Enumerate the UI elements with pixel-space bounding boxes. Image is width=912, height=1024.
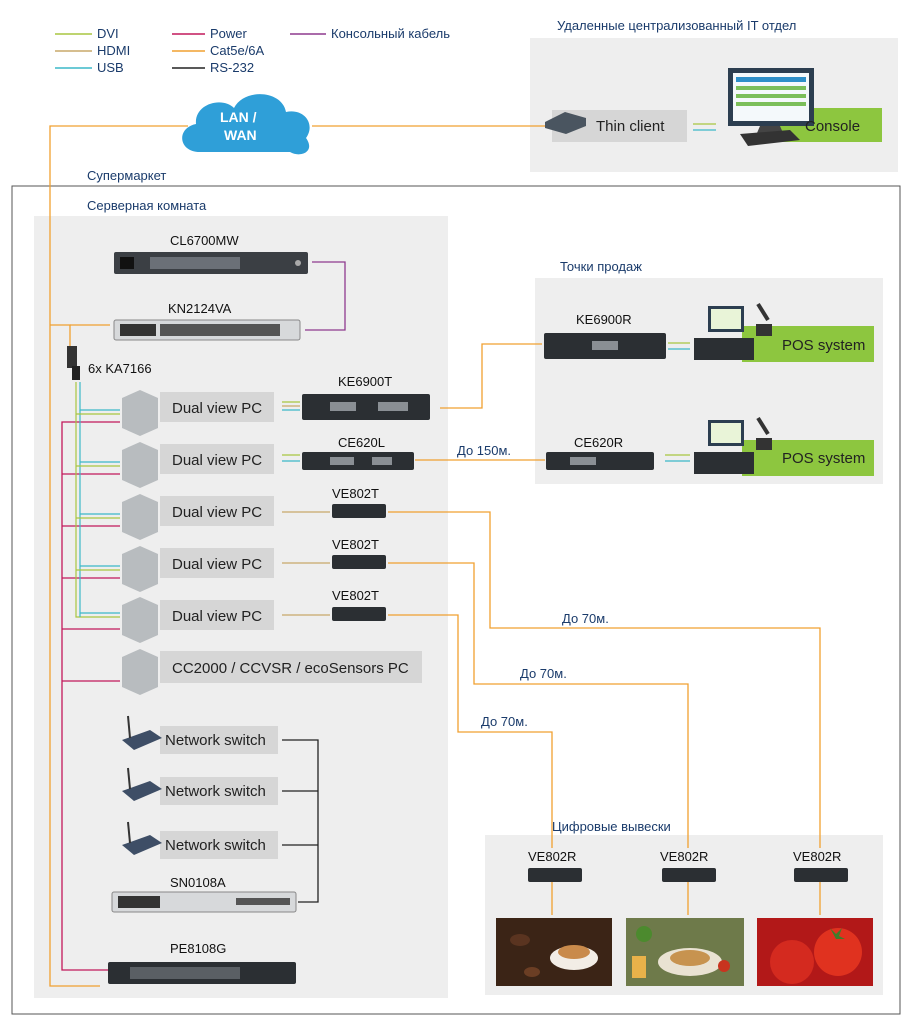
distance-150: До 150м. [457, 443, 511, 458]
ce620r-device: CE620R [546, 435, 654, 470]
pe8108g-label: PE8108G [170, 941, 226, 956]
console-workstation: Console [728, 68, 882, 146]
kn2124va-device: KN2124VA [113, 301, 301, 341]
legend-hdmi: HDMI [97, 43, 130, 58]
thin-client-label: Thin client [596, 118, 665, 135]
network-switch-3: Network switch [122, 821, 278, 859]
ce620l-label: CE620L [338, 435, 385, 450]
network-switch-1: Network switch [122, 715, 278, 754]
remote-it-panel [530, 38, 898, 172]
pc-5-label: Dual view PC [172, 608, 262, 625]
signage-screen-tomato [757, 918, 873, 986]
signage-screen-food [626, 918, 744, 986]
ka7166-label: 6x KA7166 [88, 361, 152, 376]
ve802r-3-label: VE802R [793, 849, 841, 864]
signage-screen-coffee [496, 918, 612, 986]
pc-3-label: Dual view PC [172, 504, 262, 521]
legend-console-cable: Консольный кабель [331, 26, 450, 41]
network-switch-3-label: Network switch [165, 837, 266, 854]
cl6700mw-label: CL6700MW [170, 233, 239, 248]
ka7166-device: 6x KA7166 [67, 346, 152, 380]
ve802t-device-3: VE802T [332, 588, 386, 621]
pc-4: Dual view PC [122, 546, 274, 592]
power-cables [61, 421, 120, 971]
supermarket-title: Супермаркет [87, 168, 166, 183]
pc-3: Dual view PC [122, 494, 274, 540]
ve802r-1: VE802R [528, 849, 582, 882]
supermarket-frame [11, 185, 901, 1015]
pc-1: Dual view PC [122, 390, 274, 436]
cat-cables [49, 125, 821, 987]
sn0108a-label: SN0108A [170, 875, 226, 890]
lan-wan-cloud: LAN / WAN [182, 94, 310, 155]
kn2124va-label: KN2124VA [168, 301, 232, 316]
legend-rs232: RS-232 [210, 60, 254, 75]
ce620r-label: CE620R [574, 435, 623, 450]
sn0108a-device: SN0108A [111, 875, 297, 913]
console-cable [305, 261, 346, 331]
legend-cat: Cat5e/6A [210, 43, 265, 58]
ke6900r-device: KE6900R [544, 312, 666, 359]
network-switch-1-label: Network switch [165, 732, 266, 749]
thin-client: Thin client [545, 110, 687, 142]
ke6900t-label: KE6900T [338, 374, 392, 389]
pc-4-label: Dual view PC [172, 556, 262, 573]
signage-area-title: Цифровые вывески [552, 819, 671, 834]
pos-system-2: POS system [694, 416, 874, 476]
network-switch-2-label: Network switch [165, 783, 266, 800]
pos-system-2-label: POS system [782, 450, 865, 467]
distance-70-b: До 70м. [520, 666, 567, 681]
ve802t-2-label: VE802T [332, 537, 379, 552]
ve802t-device-1: VE802T [332, 486, 386, 518]
pe8108g-device: PE8108G [108, 941, 296, 984]
pc-cc2000-label: CC2000 / CCVSR / ecoSensors PC [172, 660, 409, 677]
server-room-title: Серверная комната [87, 198, 207, 213]
ve802r-3: VE802R [793, 849, 848, 882]
ka7166-cables [75, 382, 120, 618]
pc-cc2000: CC2000 / CCVSR / ecoSensors PC [122, 649, 422, 695]
remote-it-title: Удаленные централизованный IT отдел [557, 18, 796, 33]
pos-area-title: Точки продаж [560, 259, 642, 274]
ve802t-device-2: VE802T [332, 537, 386, 569]
legend-usb: USB [97, 60, 124, 75]
pc-2-label: Dual view PC [172, 452, 262, 469]
network-switch-2: Network switch [122, 767, 278, 805]
legend-power: Power [210, 26, 248, 41]
legend: DVI HDMI USB Power Cat5e/6A RS-232 Консо… [55, 26, 450, 75]
rs232-cables [282, 739, 319, 903]
pc-5: Dual view PC [122, 597, 274, 643]
legend-dvi: DVI [97, 26, 119, 41]
cl6700mw-device: CL6700MW [114, 233, 308, 274]
ve802r-2: VE802R [660, 849, 716, 882]
ve802t-1-label: VE802T [332, 486, 379, 501]
distance-70-a: До 70м. [562, 611, 609, 626]
ke6900r-label: KE6900R [576, 312, 632, 327]
pc-extender-stubs [282, 123, 716, 616]
ve802r-2-label: VE802R [660, 849, 708, 864]
pc-1-label: Dual view PC [172, 400, 262, 417]
cloud-line1: LAN / [220, 109, 257, 125]
ke6900t-device: KE6900T [302, 374, 430, 420]
distance-70-c: До 70м. [481, 714, 528, 729]
cloud-line2: WAN [224, 127, 257, 143]
ce620l-device: CE620L [302, 435, 414, 470]
pos-system-1: POS system [694, 302, 874, 362]
ve802t-3-label: VE802T [332, 588, 379, 603]
pos-system-1-label: POS system [782, 337, 865, 354]
ve802r-1-label: VE802R [528, 849, 576, 864]
console-label: Console [805, 118, 860, 135]
pc-2: Dual view PC [122, 442, 274, 488]
